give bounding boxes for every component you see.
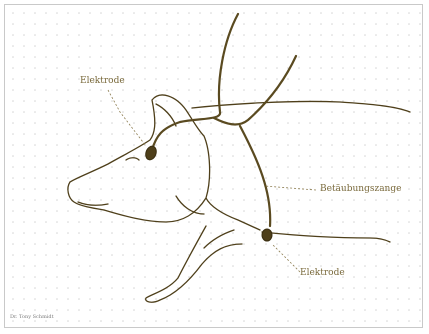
label-clamp: Betäubungszange	[320, 184, 401, 194]
credit-text: Dr. Tony Schmidt	[10, 314, 54, 320]
label-top-electrode: Elektrode	[80, 76, 125, 86]
dotted-background	[5, 5, 422, 327]
label-bottom-electrode: Elektrode	[300, 268, 345, 278]
electrode-head-bottom	[262, 229, 272, 241]
